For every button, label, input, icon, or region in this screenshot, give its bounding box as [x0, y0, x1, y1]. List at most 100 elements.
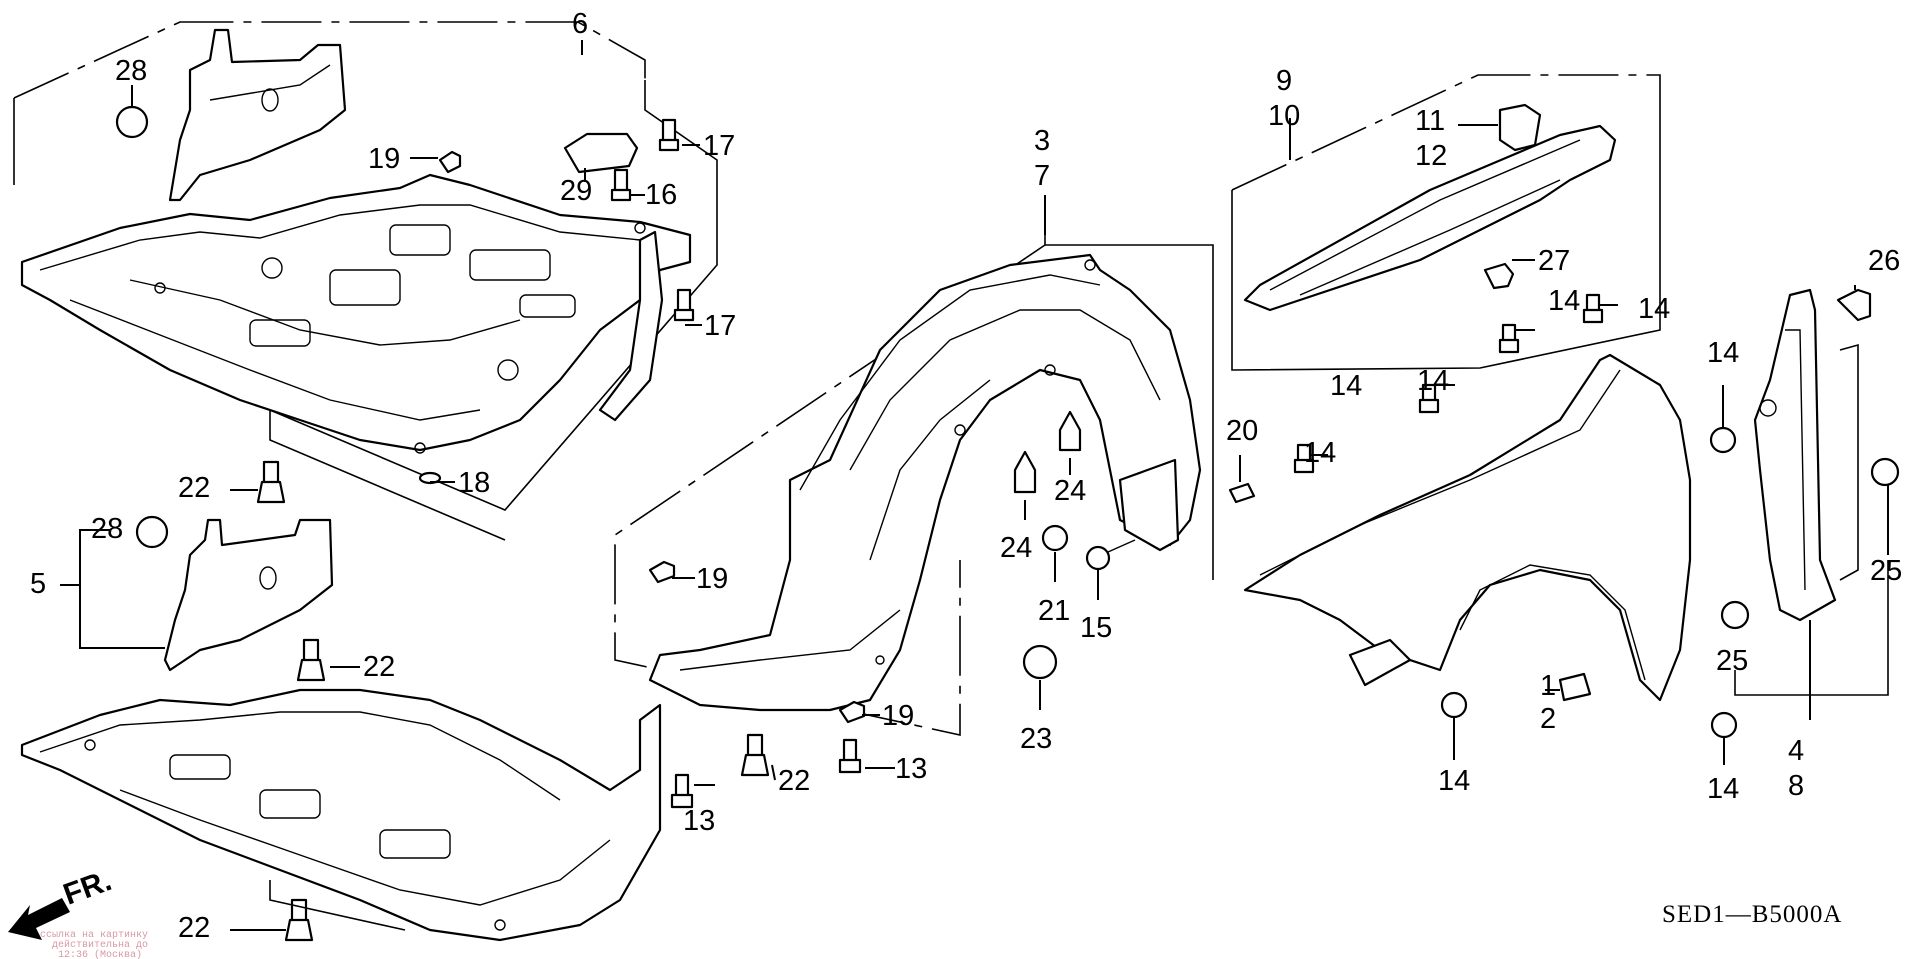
callout-20: 20 — [1226, 415, 1258, 447]
callout-17a: 17 — [703, 130, 735, 162]
clip-19-icon — [438, 150, 462, 174]
fasteners-upper — [115, 105, 695, 504]
callout-14c: 14 — [1638, 293, 1670, 325]
leader-lines — [60, 40, 1889, 931]
fender-mount-bracket-icon — [1348, 638, 1412, 687]
callout-25b: 25 — [1870, 555, 1902, 587]
callout-19c: 19 — [882, 700, 914, 732]
callout-29: 29 — [560, 175, 592, 207]
callout-14e: 14 — [1304, 437, 1336, 469]
callout-28b: 28 — [91, 513, 123, 545]
clip-26-icon — [1836, 288, 1872, 322]
clip-19-icon — [648, 560, 676, 584]
bolt-14-icon — [1710, 711, 1738, 739]
inner-fender — [648, 253, 1202, 712]
callout-14b: 14 — [1548, 285, 1580, 317]
watermark: ссылка на картинку действительна до 12:3… — [40, 930, 148, 959]
bolt-13-icon — [838, 738, 862, 774]
callout-11: 11 — [1415, 105, 1445, 137]
brace-callout-frame-2 — [1839, 343, 1859, 581]
callout-14d: 14 — [1417, 365, 1449, 397]
watermark-line-1: ссылка на картинку — [40, 930, 148, 941]
callout-14h: 14 — [1707, 773, 1739, 805]
watermark-line-2: действительна до — [52, 939, 148, 951]
clip-22-icon — [284, 898, 314, 942]
bolt-17-icon — [658, 118, 680, 152]
callout-27: 27 — [1538, 245, 1570, 277]
undercover-strut — [598, 230, 664, 422]
bolt-16-icon — [610, 168, 632, 202]
clip-24-icon — [1013, 450, 1037, 494]
undercover-side-bracket-lower — [135, 515, 334, 682]
watermark-line-3: 12:36 (Москва) — [58, 949, 142, 959]
callout-13b: 13 — [683, 805, 715, 837]
callout-7: 7 — [1034, 160, 1050, 192]
callout-12: 12 — [1415, 140, 1447, 172]
bolt-14-icon — [1709, 426, 1737, 454]
bolt-17-icon — [673, 288, 695, 322]
clip-22-icon — [296, 638, 326, 682]
callout-19a: 19 — [368, 143, 400, 175]
fender-panel — [1243, 353, 1692, 702]
callout-22c: 22 — [178, 912, 210, 944]
clip-22-icon — [256, 460, 286, 504]
fender-side-brace — [1753, 288, 1837, 622]
bolt-14-icon — [1498, 323, 1520, 354]
callout-10: 10 — [1268, 100, 1300, 132]
callout-14g: 14 — [1438, 765, 1470, 797]
plug-21-icon — [1041, 524, 1069, 552]
callout-17b: 17 — [704, 310, 736, 342]
front-label: FR. — [59, 864, 116, 912]
fender-rail — [1243, 103, 1617, 312]
callout-18: 18 — [458, 467, 490, 499]
callout-21: 21 — [1038, 595, 1070, 627]
callout-24b: 24 — [1000, 532, 1032, 564]
callout-1: 1 — [1540, 670, 1556, 702]
fasteners-middle — [648, 410, 1256, 809]
engine-undercover-upper — [20, 173, 692, 454]
bolt-14-icon — [1582, 293, 1604, 324]
callout-5: 5 — [30, 568, 46, 600]
plate-29-icon — [563, 132, 639, 174]
clip-25-icon — [1720, 600, 1750, 630]
callout-2: 2 — [1540, 703, 1556, 735]
clip-22-icon — [740, 733, 770, 777]
callout-6: 6 — [572, 8, 588, 40]
callout-28a: 28 — [115, 55, 147, 87]
clip-25-icon — [1870, 457, 1900, 487]
bolt-14-icon — [1418, 383, 1440, 414]
callout-23: 23 — [1020, 723, 1052, 755]
grommet-28-icon — [115, 105, 149, 139]
bolt-14-icon — [1293, 443, 1315, 474]
brace-callout-frame — [1734, 560, 1889, 696]
callout-22a: 22 — [178, 472, 210, 504]
callout-14a: 14 — [1330, 370, 1362, 402]
callout-16: 16 — [645, 179, 677, 211]
undercover-side-bracket-upper — [168, 28, 347, 202]
clip-27-icon — [1483, 262, 1515, 290]
bolt-14-icon — [1440, 691, 1468, 719]
clip-19-icon — [838, 700, 866, 724]
callout-14f: 14 — [1707, 337, 1739, 369]
callout-13a: 13 — [895, 753, 927, 785]
bracket-11-icon — [1498, 103, 1542, 152]
front-arrow-icon — [8, 898, 70, 940]
clip-23-icon — [1022, 644, 1058, 680]
callout-3: 3 — [1034, 125, 1050, 157]
callout-26: 26 — [1868, 245, 1900, 277]
callout-4: 4 — [1788, 735, 1804, 767]
inner-fender-frame — [614, 235, 1214, 736]
screw-15-icon — [1085, 545, 1111, 571]
fender-rail-frame — [1231, 74, 1661, 371]
callout-22b: 22 — [363, 651, 395, 683]
diagram-code: SED1—B5000A — [1662, 901, 1842, 928]
callout-9: 9 — [1276, 65, 1292, 97]
callout-15: 15 — [1080, 612, 1112, 644]
grommet-28-icon — [135, 515, 169, 549]
fender-mount-bracket-icon — [1558, 672, 1592, 702]
callout-22d: 22 — [778, 765, 810, 797]
bolt-13-icon — [670, 773, 694, 809]
callout-8: 8 — [1788, 770, 1804, 802]
